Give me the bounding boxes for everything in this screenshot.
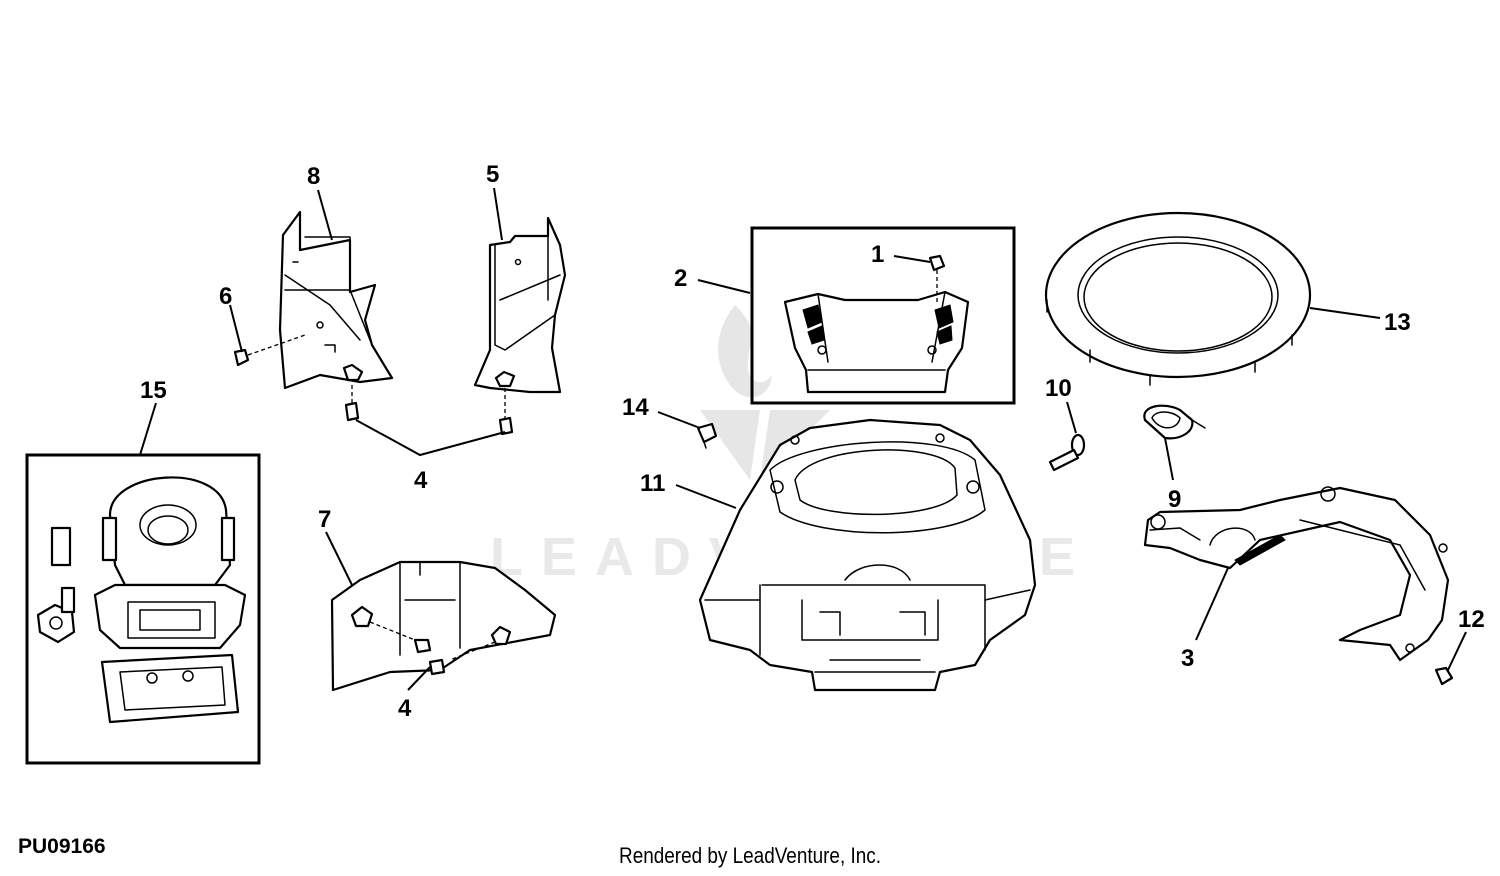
part-2-kit — [750, 226, 1016, 405]
callout-8: 8 — [307, 163, 320, 190]
part-2-kit-box — [750, 226, 1016, 405]
callout-3: 3 — [1181, 645, 1194, 672]
callout-4-upper: 4 — [414, 467, 428, 494]
callout-2: 2 — [674, 265, 687, 292]
callout-1: 1 — [871, 241, 884, 268]
footer-credit: Rendered by LeadVenture, Inc. — [619, 843, 881, 868]
part-3-baffle — [1143, 486, 1450, 662]
part-10-pin — [1048, 433, 1086, 472]
leader-lines — [139, 187, 1467, 691]
part-15-kit-box — [25, 453, 261, 765]
figure-reference-code: PU09166 — [18, 835, 106, 858]
callout-14: 14 — [622, 394, 649, 421]
part-9-clip — [1143, 404, 1206, 440]
callout-11: 11 — [640, 470, 665, 497]
callout-5: 5 — [486, 161, 499, 188]
part-7-shield — [330, 560, 557, 692]
part-14-bolt — [696, 422, 718, 449]
callout-13: 13 — [1384, 309, 1411, 336]
part-8-shield — [278, 210, 394, 390]
part-5-shield — [473, 216, 567, 394]
callout-15: 15 — [140, 377, 167, 404]
part-4-screws-upper — [344, 385, 514, 436]
part-11-blower-housing — [698, 418, 1037, 692]
part-12-screw — [1434, 666, 1454, 686]
part-13-ring — [1044, 211, 1312, 386]
callout-9: 9 — [1168, 486, 1181, 513]
callout-12: 12 — [1458, 606, 1485, 633]
callout-6: 6 — [219, 283, 232, 310]
callout-10: 10 — [1045, 375, 1072, 402]
callouts: 8 5 6 4 7 4 15 2 1 14 11 10 13 9 3 12 — [140, 161, 1485, 722]
callout-7: 7 — [318, 506, 331, 533]
callout-4-lower: 4 — [398, 695, 412, 722]
part-15-kit — [25, 453, 261, 765]
